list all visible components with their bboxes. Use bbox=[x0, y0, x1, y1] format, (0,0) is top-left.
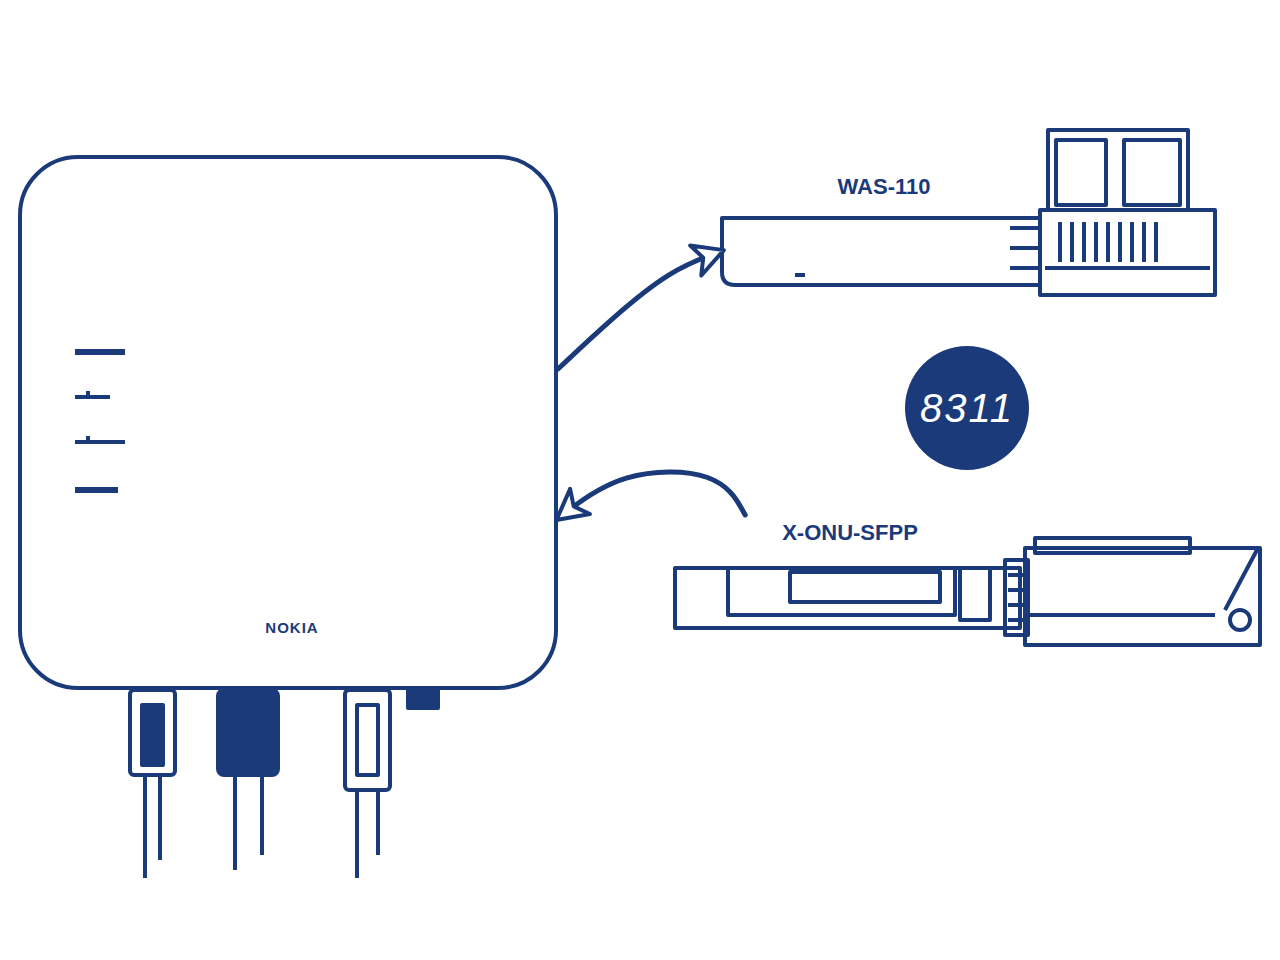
illustration-part bbox=[75, 487, 118, 493]
illustration-part bbox=[960, 568, 990, 620]
ont-details bbox=[75, 352, 125, 490]
module-label: X-ONU-SFPP bbox=[782, 521, 918, 545]
illustration-part bbox=[675, 568, 1020, 628]
illustration-part bbox=[130, 690, 175, 775]
cables bbox=[130, 690, 438, 878]
swap-arrow bbox=[558, 251, 722, 369]
illustration-part bbox=[1230, 610, 1250, 630]
illustration-part bbox=[1010, 226, 1040, 230]
illustration-part bbox=[142, 705, 163, 765]
illustration-part bbox=[728, 568, 955, 615]
illustration-part bbox=[795, 273, 805, 277]
illustration-part bbox=[1008, 603, 1025, 607]
illustration-part bbox=[345, 690, 390, 790]
illustration-part bbox=[233, 775, 237, 870]
illustration-part bbox=[218, 690, 278, 775]
illustration-part bbox=[1118, 222, 1122, 262]
brand-label: NOKIA bbox=[265, 620, 318, 637]
logo-circle: 8311 bbox=[905, 346, 1029, 470]
illustration-part bbox=[1040, 210, 1215, 295]
illustration-part bbox=[1056, 140, 1106, 205]
illustration-part bbox=[1225, 548, 1258, 610]
illustration-part bbox=[1025, 548, 1260, 645]
illustration-part bbox=[260, 775, 264, 855]
illustration-part bbox=[1035, 538, 1190, 553]
illustration-part bbox=[722, 218, 1040, 285]
illustration-part bbox=[376, 790, 380, 855]
logo-text: 8311 bbox=[920, 386, 1014, 430]
module-stick: X-ONU-SFPP bbox=[675, 515, 1260, 648]
ont-box: NOKIA bbox=[18, 155, 558, 690]
illustration-part bbox=[1010, 246, 1040, 250]
illustration-part bbox=[1070, 222, 1074, 262]
illustration-part bbox=[1058, 222, 1062, 262]
illustration-part bbox=[1045, 266, 1210, 270]
illustration-part bbox=[1124, 140, 1180, 205]
was-110-stick bbox=[722, 130, 1215, 295]
illustration-part bbox=[86, 391, 90, 397]
module-label: WAS-110 bbox=[838, 175, 931, 199]
illustration-part bbox=[408, 690, 438, 708]
illustration-part bbox=[75, 395, 110, 399]
illustration-part bbox=[1010, 266, 1040, 270]
illustration-part bbox=[1082, 222, 1086, 262]
swap-arrow bbox=[558, 472, 745, 519]
illustration-part bbox=[1008, 573, 1025, 577]
illustration-part bbox=[1030, 613, 1215, 617]
illustration-part bbox=[1048, 130, 1188, 210]
illustration-part bbox=[1008, 618, 1025, 622]
module-stick: WAS-110 bbox=[722, 165, 1215, 295]
illustration-part bbox=[790, 572, 940, 602]
illustration-part bbox=[158, 775, 162, 860]
illustration-part bbox=[1094, 222, 1098, 262]
illustration-part bbox=[1130, 222, 1134, 262]
x-onu-sfpp-stick bbox=[675, 538, 1260, 645]
illustration-part bbox=[86, 436, 90, 442]
illustration-part bbox=[1106, 222, 1110, 262]
illustration-part bbox=[75, 440, 125, 444]
illustration-part bbox=[357, 705, 378, 775]
illustration-part bbox=[355, 790, 359, 878]
illustration-part bbox=[1142, 222, 1146, 262]
illustration-part bbox=[143, 775, 147, 878]
illustration-part bbox=[1154, 222, 1158, 262]
illustration-part bbox=[75, 349, 125, 355]
illustration-part bbox=[1008, 588, 1025, 592]
